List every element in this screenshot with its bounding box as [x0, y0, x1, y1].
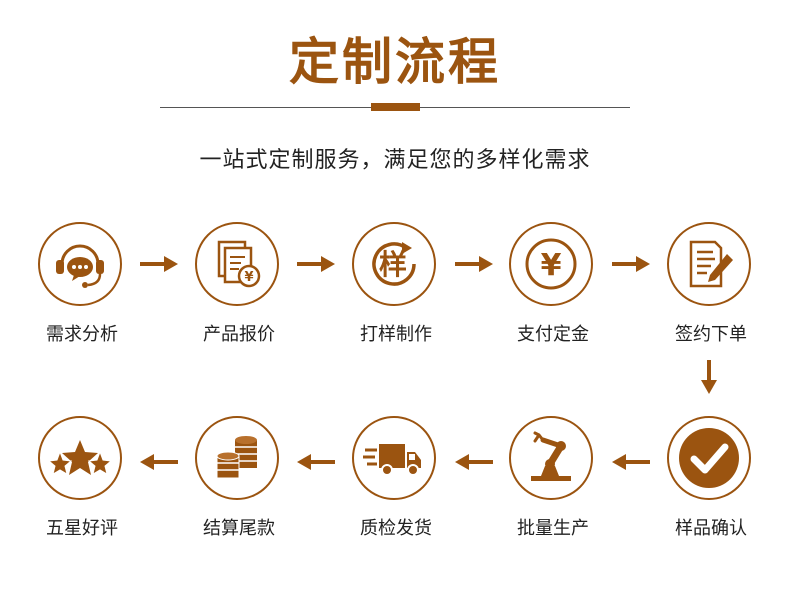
quote-documents-icon: ¥: [207, 234, 267, 294]
page-subtitle: 一站式定制服务，满足您的多样化需求: [199, 148, 591, 173]
arrow-left-icon: [140, 454, 178, 470]
contract-pen-icon: [679, 234, 739, 294]
yen-coin-icon: ¥: [519, 232, 583, 296]
title-divider-accent: [371, 103, 420, 111]
delivery-truck-icon: [361, 428, 427, 488]
arrow-right-icon: [297, 256, 335, 272]
coin-stack-icon: [207, 428, 267, 488]
svg-text:¥: ¥: [244, 270, 253, 285]
step-label: 批量生产: [517, 518, 589, 539]
arrow-left-icon: [612, 454, 650, 470]
robot-arm-icon: [521, 428, 581, 488]
arrow-right-icon: [455, 256, 493, 272]
arrow-right-icon: [140, 256, 178, 272]
step-label: 结算尾款: [203, 518, 275, 539]
page-title: 定制流程: [289, 33, 501, 91]
step-label: 需求分析: [46, 324, 118, 345]
headset-chat-icon: [50, 234, 110, 294]
svg-text:¥: ¥: [541, 248, 562, 283]
step-label: 质检发货: [360, 518, 432, 539]
arrow-right-icon: [612, 256, 650, 272]
arrow-left-icon: [455, 454, 493, 470]
arrow-left-icon: [297, 454, 335, 470]
step-label: 支付定金: [517, 324, 589, 345]
sample-cycle-icon: 样: [362, 232, 426, 296]
step-label: 产品报价: [203, 324, 275, 345]
step-label: 五星好评: [46, 518, 118, 539]
five-stars-icon: [47, 436, 113, 480]
arrow-down-icon: [701, 360, 717, 394]
checkmark-icon: [674, 423, 744, 493]
step-label: 签约下单: [675, 324, 747, 345]
svg-text:样: 样: [379, 248, 407, 281]
step-label: 样品确认: [675, 518, 747, 539]
step-label: 打样制作: [360, 324, 432, 345]
